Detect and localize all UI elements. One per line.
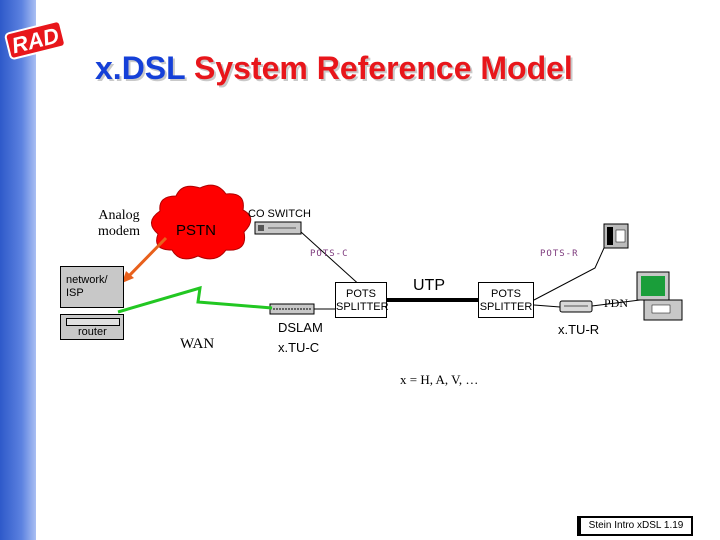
xtu-r-label: x.TU-R <box>558 322 600 337</box>
pots-c-label: POTS-C <box>310 249 349 259</box>
title-xdsl: x.DSL <box>95 50 186 86</box>
network-isp-box <box>60 266 124 308</box>
pots-splitter-left-label: POTS SPLITTER <box>336 288 389 313</box>
pots-splitter-right-box <box>478 282 534 318</box>
analog-modem-label: Analog modem <box>98 208 140 239</box>
rad-logo: RAD <box>4 20 66 60</box>
title-rest: System Reference Model <box>194 50 573 86</box>
x-values-label: x = H, A, V, … <box>400 372 479 387</box>
wan-link <box>117 285 273 314</box>
pots-splitter-right-label: POTS SPLITTER <box>479 288 533 313</box>
sidebar-gradient <box>0 0 36 540</box>
computer-icon <box>636 271 683 321</box>
pots-splitter-left-box <box>335 282 387 318</box>
pots-r-label: POTS-R <box>540 249 579 259</box>
pstn-label: PSTN <box>176 222 217 239</box>
co-switch-label: CO SWITCH <box>248 208 311 220</box>
pots-r-line <box>533 247 605 301</box>
router-label: router <box>78 326 107 338</box>
utp-label: UTP <box>413 277 445 294</box>
wan-label: WAN <box>180 336 215 352</box>
footer-label: Stein Intro xDSL 1.19 <box>581 518 691 534</box>
xtu-c-label: x.TU-C <box>278 340 320 355</box>
pdn-label: PDN <box>604 296 629 310</box>
network-isp-label: network/ ISP <box>66 274 108 299</box>
page-title: x.DSL System Reference Model <box>95 50 573 87</box>
dslam-label: DSLAM <box>278 320 323 335</box>
pots-c-line <box>300 231 364 289</box>
router-ports <box>66 318 120 326</box>
modem-arrow <box>123 236 168 282</box>
pstn-cloud <box>151 184 252 260</box>
